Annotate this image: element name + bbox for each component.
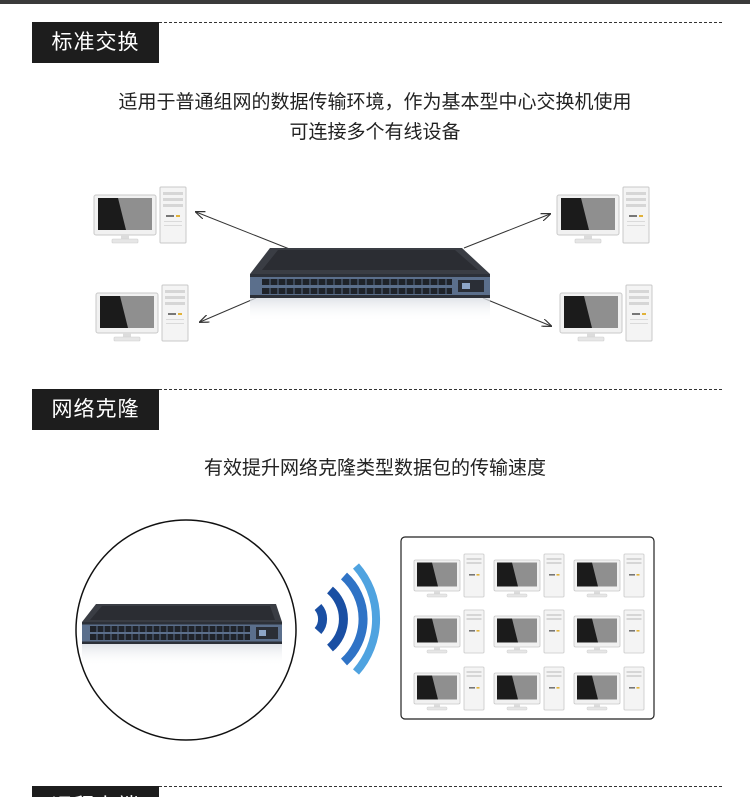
desktop-computer-icon: [573, 609, 645, 654]
connection-arrow: [196, 212, 293, 251]
section-header-clone: 网络克隆: [32, 389, 722, 430]
section-description-line: 可连接多个有线设备: [289, 121, 461, 143]
section-tag: 网络克隆: [32, 389, 159, 430]
desktop-computer-icon: [413, 553, 485, 598]
section-tag: 标准交换: [32, 22, 159, 63]
desktop-computer-icon: [413, 666, 485, 711]
top-strip: [0, 0, 750, 4]
desktop-computer-icon: [493, 553, 565, 598]
dashed-divider: [159, 786, 722, 787]
section-description-line: 有效提升网络克隆类型数据包的传输速度: [203, 457, 546, 479]
desktop-computer-icon: [573, 553, 645, 598]
desktop-computer-icon: [493, 666, 565, 711]
desktop-computer-icon: [93, 186, 187, 244]
desktop-computer-icon: [413, 609, 485, 654]
desktop-computer-icon: [95, 284, 189, 342]
network-switch-icon: [250, 248, 490, 322]
network-switch-icon: [82, 604, 282, 666]
connection-arrow: [200, 297, 257, 322]
connection-arrow: [482, 297, 551, 326]
desktop-computer-icon: [573, 666, 645, 711]
section-tag: 远程上端: [32, 786, 159, 797]
wifi-signal-icon: [314, 563, 381, 675]
section-header-remote: 远程上端: [32, 786, 722, 797]
dashed-divider: [159, 389, 722, 390]
dashed-divider: [159, 22, 722, 23]
desktop-computer-icon: [493, 609, 565, 654]
desktop-computer-icon: [556, 186, 650, 244]
section-header-standard: 标准交换: [32, 22, 722, 63]
section-description-line: 适用于普通组网的数据传输环境，作为基本型中心交换机使用: [118, 91, 632, 113]
desktop-computer-icon: [559, 284, 653, 342]
connection-arrow: [463, 214, 550, 249]
